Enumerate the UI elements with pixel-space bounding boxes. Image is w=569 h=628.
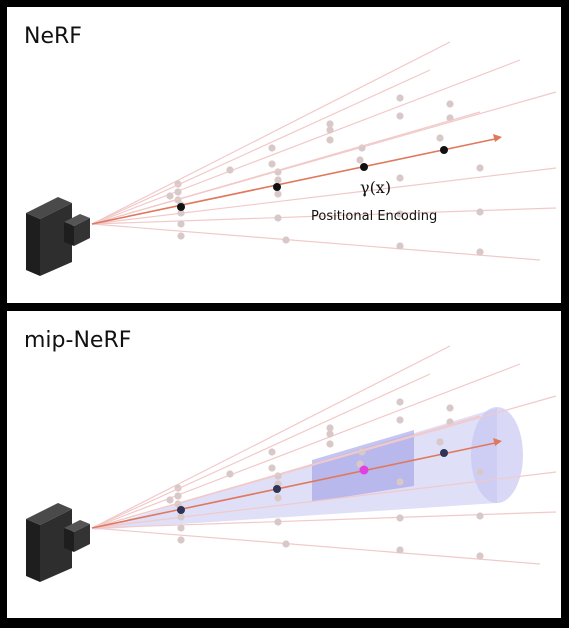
highlight-sample-point <box>359 465 369 475</box>
faint-sample-point <box>282 540 290 548</box>
faint-sample-point <box>268 144 276 152</box>
faint-sample-point <box>356 460 364 468</box>
faint-sample-point <box>436 134 444 142</box>
camera-icon <box>26 197 90 276</box>
faint-sample-point <box>396 514 404 522</box>
faint-ray <box>91 345 451 529</box>
faint-sample-point <box>282 236 290 244</box>
center-ray <box>91 442 496 529</box>
ray-arrowhead <box>493 134 502 142</box>
faint-sample-point <box>396 546 404 554</box>
faint-ray <box>91 471 557 529</box>
faint-sample-point <box>226 470 234 478</box>
faint-sample-point <box>476 248 484 256</box>
faint-sample-point <box>174 188 182 196</box>
mip-nerf-title: mip-NeRF <box>24 328 131 353</box>
faint-ray <box>91 223 541 261</box>
faint-sample-point <box>326 424 334 432</box>
faint-sample-point <box>226 166 234 174</box>
camera-icon <box>26 503 90 582</box>
nerf-title: NeRF <box>24 24 82 49</box>
faint-sample-point <box>268 160 276 168</box>
faint-ray <box>91 41 451 225</box>
center-ray <box>91 138 496 225</box>
faint-sample-point <box>396 478 404 486</box>
faint-ray <box>91 59 521 225</box>
sample-point <box>360 163 368 171</box>
sample-point <box>440 146 448 154</box>
faint-sample-point <box>476 468 484 476</box>
mip-nerf-rays <box>91 345 557 565</box>
faint-sample-point <box>274 176 282 184</box>
faint-sample-point <box>177 513 185 521</box>
mip-nerf-panel: mip-NeRF <box>7 311 561 618</box>
sample-point <box>273 485 281 493</box>
sample-point <box>440 449 448 457</box>
faint-sample-point <box>396 210 404 218</box>
faint-sample-point <box>446 100 454 108</box>
faint-sample-point <box>166 192 174 200</box>
faint-sample-point <box>268 464 276 472</box>
faint-sample-point <box>476 552 484 560</box>
positional-encoding-formula: γ(x) <box>360 178 391 197</box>
faint-ray <box>91 363 521 529</box>
faint-sample-point <box>177 536 185 544</box>
faint-ray <box>91 527 541 565</box>
faint-sample-point <box>356 156 364 164</box>
faint-sample-point <box>446 404 454 412</box>
ray-arrowhead <box>493 438 502 446</box>
faint-ray <box>91 373 431 529</box>
faint-sample-point <box>177 209 185 217</box>
faint-sample-point <box>396 416 404 424</box>
faint-sample-point <box>326 430 334 438</box>
sample-point <box>273 183 281 191</box>
faint-sample-point <box>274 494 282 502</box>
nerf-panel: NeRF γ(x) Positional Encoding <box>7 7 561 303</box>
faint-sample-point <box>268 448 276 456</box>
faint-sample-point <box>174 492 182 500</box>
faint-sample-point <box>177 232 185 240</box>
faint-sample-point <box>436 438 444 446</box>
faint-sample-point <box>476 512 484 520</box>
faint-ray <box>91 111 481 225</box>
faint-sample-point <box>476 164 484 172</box>
faint-ray <box>91 167 557 225</box>
faint-ray <box>91 415 481 529</box>
faint-ray <box>91 69 431 225</box>
faint-sample-point <box>396 398 404 406</box>
faint-sample-point <box>396 242 404 250</box>
faint-sample-point <box>476 208 484 216</box>
cone-end-cap <box>471 407 523 503</box>
faint-sample-point <box>274 518 282 526</box>
faint-sample-point <box>326 136 334 144</box>
nerf-panel-background <box>7 7 561 303</box>
faint-sample-point <box>166 496 174 504</box>
sample-point <box>177 506 185 514</box>
faint-sample-point <box>177 220 185 228</box>
sample-point <box>177 203 185 211</box>
faint-sample-point <box>396 174 404 182</box>
faint-sample-point <box>326 120 334 128</box>
faint-sample-point <box>274 214 282 222</box>
faint-sample-point <box>326 440 334 448</box>
faint-sample-point <box>396 112 404 120</box>
faint-sample-point <box>274 190 282 198</box>
faint-sample-point <box>326 126 334 134</box>
faint-sample-point <box>396 94 404 102</box>
faint-sample-point <box>177 524 185 532</box>
positional-encoding-label: Positional Encoding <box>311 209 437 224</box>
nerf-rays <box>91 41 557 261</box>
